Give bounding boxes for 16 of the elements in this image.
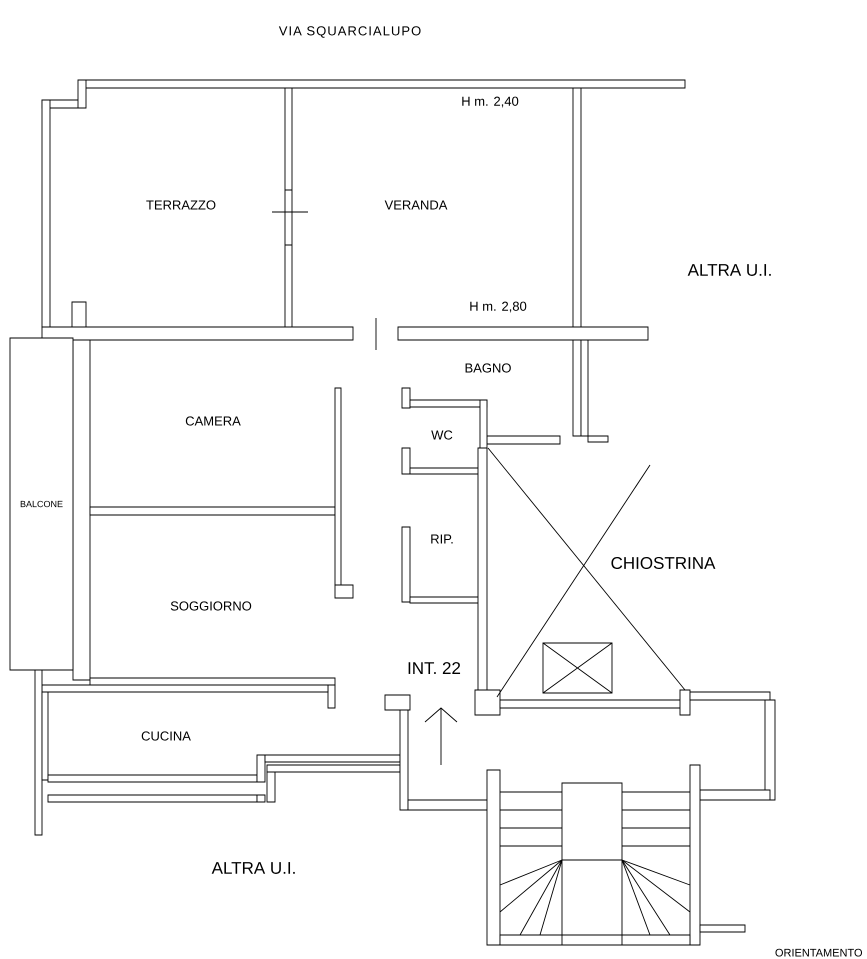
room-label: WC <box>431 430 452 440</box>
room-label: BAGNO <box>466 363 511 373</box>
room-label: H m. 2,40 <box>462 96 518 108</box>
room-label: VERANDA <box>384 200 448 210</box>
room-label: CHIOSTRINA <box>611 556 716 570</box>
room-label: RIP. <box>431 534 453 544</box>
room-label: CAMERA <box>186 416 241 426</box>
room-label: SOGGIORNO <box>170 601 252 611</box>
room-label: INT. 22 <box>408 662 460 674</box>
room-label: ORIENTAMENTO <box>775 948 862 957</box>
room-label: TERRAZZO <box>146 200 216 210</box>
room-label: ALTRA U.I. <box>688 264 771 276</box>
room-label: VIA SQUARCIALUPO <box>278 26 421 38</box>
room-label: H m. 2,80 <box>470 302 526 312</box>
room-label: CUCINA <box>142 731 191 741</box>
room-label: ALTRA U.I. <box>212 862 295 874</box>
